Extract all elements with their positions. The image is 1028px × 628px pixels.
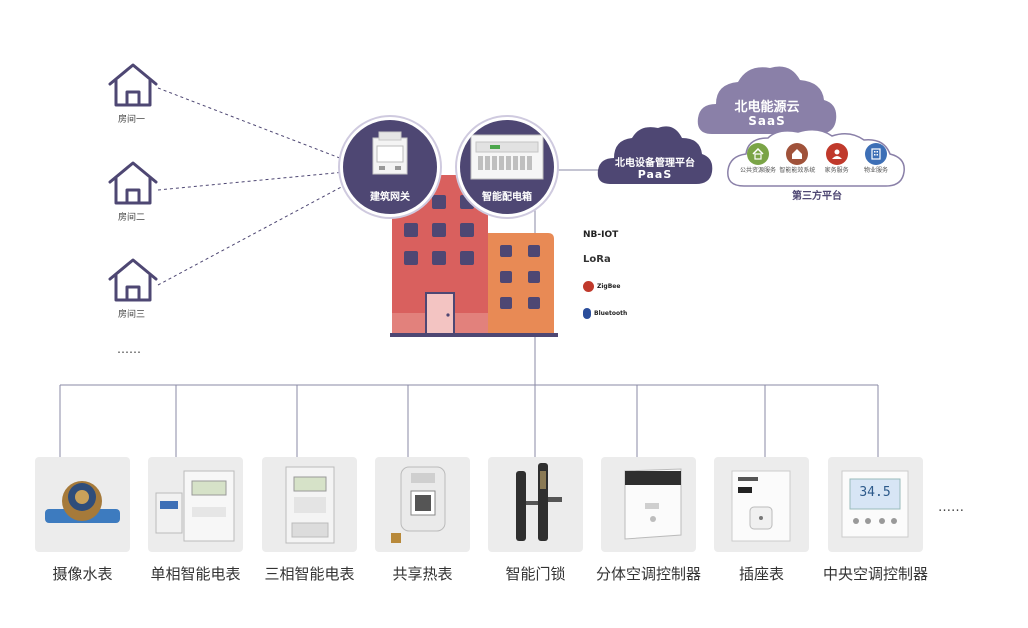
service-property: 物业服务 bbox=[858, 143, 894, 174]
distribution-box-node: 智能配电箱 bbox=[457, 117, 557, 217]
device-label: 智能门锁 bbox=[505, 565, 566, 583]
lora-logo-text: LoRa bbox=[583, 254, 611, 265]
room3-link bbox=[157, 184, 346, 286]
device-card-single-phase-meter bbox=[148, 457, 243, 552]
room-label: 房间三 bbox=[118, 310, 146, 320]
zigbee-icon bbox=[583, 281, 594, 292]
device-card-water-meter bbox=[35, 457, 130, 552]
single-phase-meter-icon bbox=[155, 470, 235, 542]
smart-lock-icon bbox=[516, 463, 562, 541]
distribution-box-label: 智能配电箱 bbox=[482, 192, 532, 203]
device-label: 单相智能电表 bbox=[150, 565, 241, 583]
paas-cloud-shape bbox=[597, 126, 713, 184]
building-gateway-node: 建筑网关 bbox=[340, 117, 440, 217]
service-label: 物业服务 bbox=[863, 167, 888, 174]
service-label: 家务服务 bbox=[824, 167, 849, 174]
paas-title: 北电设备管理平台 bbox=[615, 158, 695, 169]
protocol-zigbee: ZigBee bbox=[583, 281, 620, 292]
device-card-smart-lock bbox=[488, 457, 583, 552]
rooms-ellipsis: …… bbox=[117, 342, 141, 356]
devices-ellipsis: …… bbox=[938, 500, 964, 515]
third-party-services: 公共资源服务 智能能效系统 家务服务 物业服务 bbox=[740, 143, 894, 174]
device-label: 共享热表 bbox=[392, 565, 453, 583]
house-icon bbox=[108, 63, 158, 107]
room-2: 房间二 bbox=[108, 160, 163, 223]
person-service-icon bbox=[825, 143, 848, 165]
zigbee-label: ZigBee bbox=[597, 283, 621, 290]
room1-link bbox=[157, 87, 346, 161]
device-card-three-phase-meter bbox=[262, 457, 357, 552]
service-housekeeping: 家务服务 bbox=[819, 143, 855, 174]
three-phase-meter-icon bbox=[285, 466, 335, 544]
thermostat-reading: 34.5 bbox=[859, 485, 891, 500]
central-ac-controller-icon bbox=[841, 470, 909, 538]
third-party-cloud-outline bbox=[727, 129, 905, 187]
paas-subtitle: PaaS bbox=[637, 168, 673, 181]
bluetooth-label: Bluetooth bbox=[594, 310, 628, 317]
device-label: 三相智能电表 bbox=[264, 565, 355, 583]
heat-meter-icon bbox=[391, 466, 446, 543]
room-label: 房间二 bbox=[118, 213, 146, 223]
gateway-device-icon bbox=[372, 131, 408, 175]
device-card-ac-controller bbox=[601, 457, 696, 552]
device-label: 分体空调控制器 bbox=[595, 565, 701, 583]
service-label: 公共资源服务 bbox=[740, 167, 777, 174]
saas-subtitle: SaaS bbox=[748, 114, 786, 128]
room-label: 房间一 bbox=[118, 115, 146, 125]
device-card-central-ac-controller: 34.5 bbox=[828, 457, 923, 552]
socket-meter-icon bbox=[731, 470, 791, 542]
device-label: 插座表 bbox=[738, 565, 784, 583]
protocol-nbiot: NB-IOT bbox=[583, 230, 619, 240]
protocol-bluetooth: Bluetooth bbox=[583, 308, 627, 319]
device-card-heat-meter bbox=[375, 457, 470, 552]
distribution-box-icon bbox=[470, 134, 544, 180]
saas-cloud-shape bbox=[697, 66, 837, 134]
room-1: 房间一 bbox=[108, 62, 163, 125]
room2-link bbox=[157, 171, 346, 191]
gateway-label: 建筑网关 bbox=[370, 192, 410, 203]
service-public-resources: 公共资源服务 bbox=[740, 143, 776, 174]
property-icon bbox=[864, 143, 887, 165]
home-energy-icon bbox=[786, 143, 809, 165]
device-label: 中央空调控制器 bbox=[822, 565, 928, 583]
house-icon bbox=[108, 258, 158, 302]
service-label: 智能能效系统 bbox=[779, 167, 816, 174]
third-party-title: 第三方平台 bbox=[792, 191, 842, 202]
protocol-lora: LoRa bbox=[583, 254, 611, 265]
house-icon bbox=[108, 161, 158, 205]
ac-controller-icon bbox=[624, 468, 682, 540]
water-meter-icon bbox=[45, 481, 120, 523]
building-illustration bbox=[390, 175, 558, 337]
room-3: 房间三 bbox=[108, 257, 163, 320]
bluetooth-icon bbox=[583, 308, 591, 319]
service-energy-system: 智能能效系统 bbox=[779, 143, 815, 174]
building-service-icon bbox=[747, 143, 769, 165]
saas-title: 北电能源云 bbox=[734, 100, 800, 115]
device-label: 摄像水表 bbox=[52, 565, 113, 583]
device-card-socket-meter bbox=[714, 457, 809, 552]
